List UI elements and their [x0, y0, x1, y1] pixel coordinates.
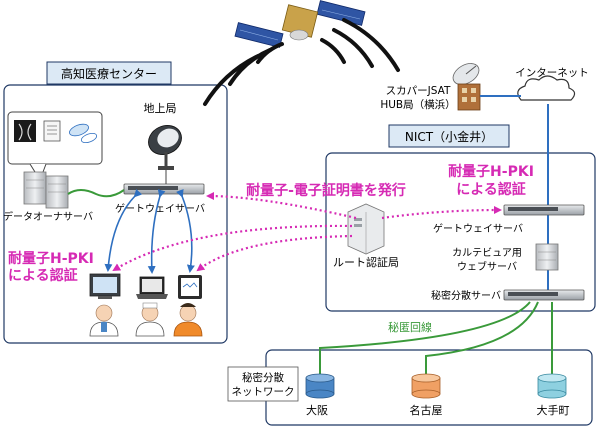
nict-hpki-label-1: 耐量子H-PKI [448, 163, 534, 180]
internet-cloud-icon [517, 75, 576, 101]
doctor-icon [89, 304, 119, 337]
karte-web-server-label-2: ウェブサーバ [457, 260, 517, 273]
secret-line-label: 秘匿回線 [388, 320, 432, 334]
gateway-to-pc-link [104, 188, 143, 272]
osaka-storage-icon [305, 373, 335, 399]
secret-sharing-network-label-box [227, 366, 299, 402]
nagoya-label: 名古屋 [410, 403, 443, 417]
karte-web-server-icon [535, 243, 559, 271]
nagoya-storage-icon [411, 373, 441, 399]
secret-line-osaka [319, 301, 531, 374]
ground-station-label: 地上局 [144, 102, 177, 115]
otemachi-storage-icon [537, 373, 567, 399]
kochi-hpki-label-1: 耐量子H-PKI [8, 250, 94, 267]
cert-to-tablet-arrow [196, 234, 353, 272]
nict-title-box [388, 124, 510, 148]
data-owner-server-label: データオーナサーバ [3, 210, 93, 223]
root-ca-server-icon [347, 203, 385, 255]
radio-waves-left [203, 42, 284, 106]
skyperfect-label-1: スカパーJSAT [386, 85, 451, 97]
secret-sharing-switch-icon [503, 289, 585, 301]
care-worker-icon [173, 303, 203, 337]
osaka-label: 大阪 [306, 403, 328, 417]
issue-certificate-label: 耐量子-電子証明書を発行 [246, 182, 406, 199]
secret-line-nagoya [425, 301, 539, 374]
nict-hpki-label-2: による認証 [456, 181, 526, 198]
owner-to-gateway-link [67, 189, 125, 198]
nict-title: NICT（小金井） [405, 129, 493, 144]
cert-to-pc-arrow [112, 224, 353, 272]
nurse-icon [135, 302, 165, 337]
root-ca-label: ルート認証局 [333, 255, 399, 269]
medical-images-bubble [7, 111, 103, 182]
laptop-icon [136, 276, 168, 299]
nict-gateway-switch-icon [503, 204, 585, 216]
radio-waves-right [320, 18, 400, 72]
kochi-center-title-box [46, 61, 172, 85]
ground-station-dish-icon [148, 125, 182, 170]
kochi-center-box [3, 84, 228, 344]
secret-sharing-network-label-2: ネットワーク [232, 386, 295, 398]
gateway-to-laptop-link [147, 189, 166, 274]
otemachi-label: 大手町 [537, 403, 570, 417]
secret-sharing-server-label: 秘密分散サーバ [431, 289, 501, 302]
skyperfect-label-2: HUB局（横浜） [380, 98, 455, 111]
karte-web-server-label-1: カルテビュア用 [452, 247, 522, 259]
kochi-center-title: 高知医療センター [61, 66, 157, 81]
secret-sharing-network-label-1: 秘密分散 [242, 371, 284, 384]
kochi-hpki-label-2: による認証 [8, 267, 78, 284]
cert-to-nict-gateway-arrow [381, 206, 502, 220]
gateway-to-tablet-link [176, 188, 195, 273]
desktop-pc-icon [89, 273, 121, 299]
satellite-icon [234, 0, 366, 48]
nict-gateway-server-label: ゲートウェイサーバ [433, 223, 523, 235]
hub-dish-icon [452, 63, 481, 111]
data-owner-server-icon [23, 171, 69, 209]
kochi-gateway-switch-icon [123, 183, 205, 195]
tablet-icon [178, 275, 202, 299]
nict-box [325, 152, 596, 312]
cert-to-kochi-gateway-arrow [206, 192, 357, 220]
internet-label: インターネット [515, 67, 589, 79]
